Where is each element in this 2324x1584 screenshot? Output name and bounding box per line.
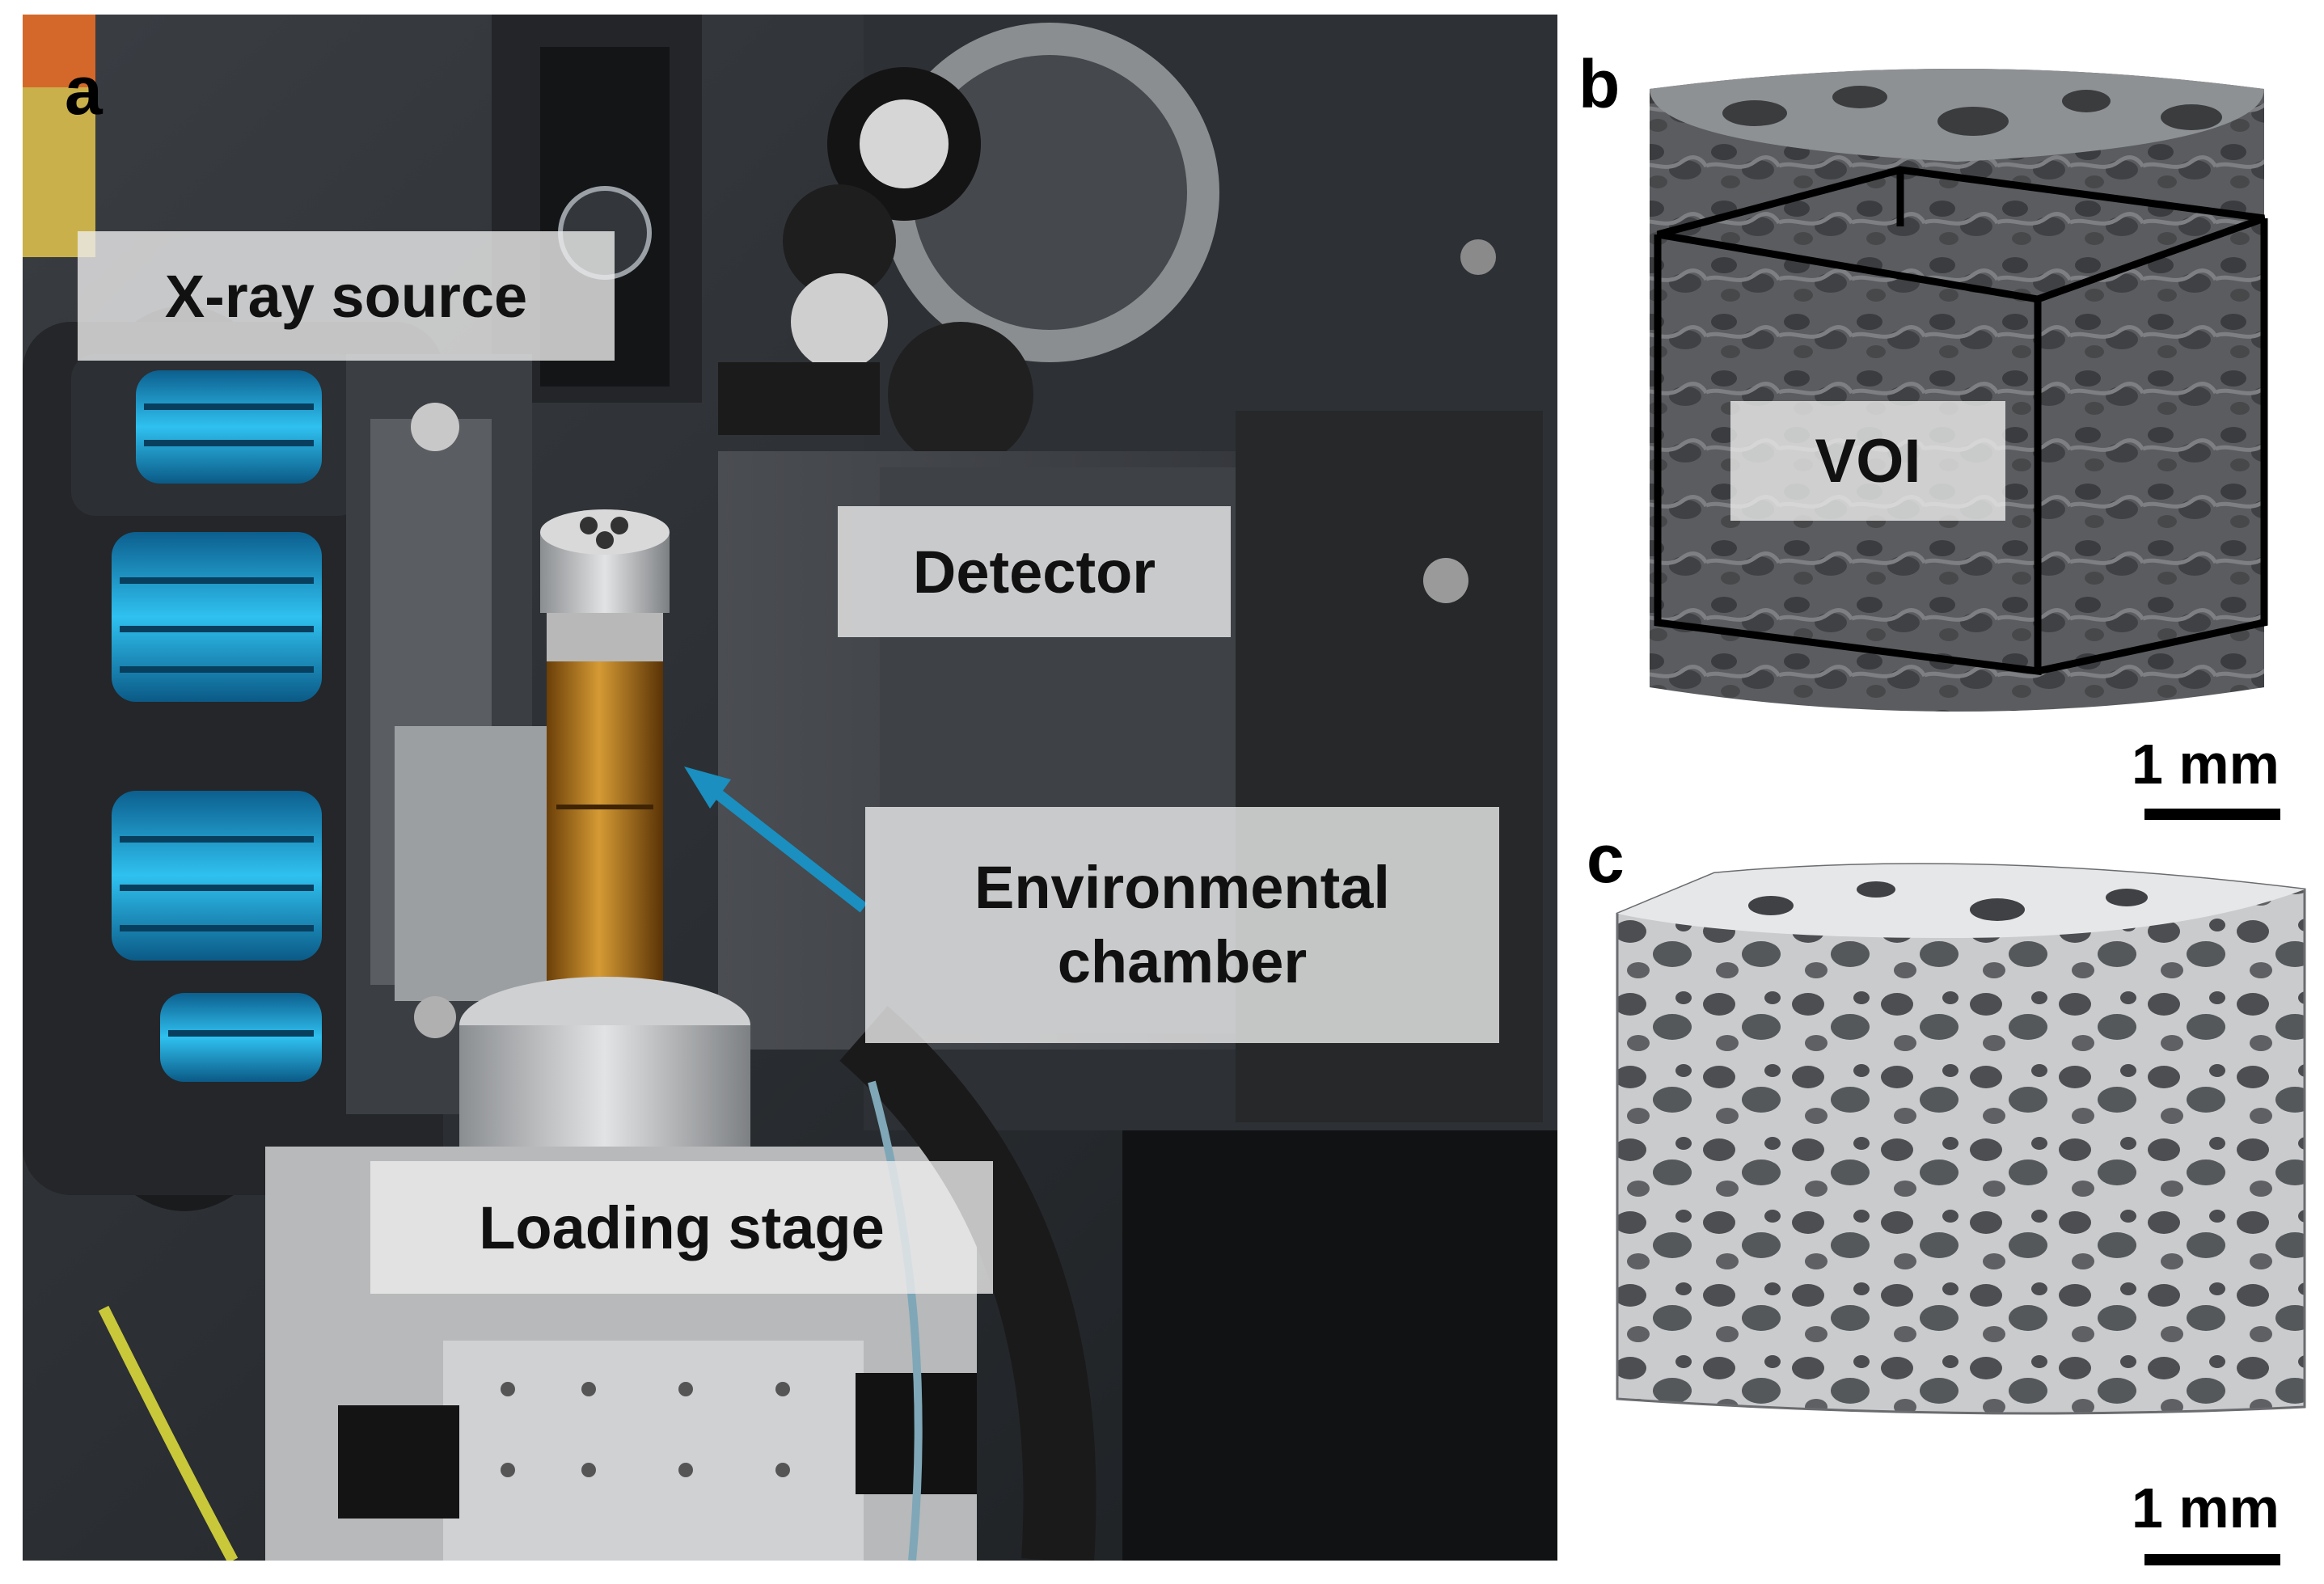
pointer-arrow — [684, 767, 868, 913]
scale-bar-label-b: 1 mm — [2132, 733, 2280, 796]
bone-render-b — [1650, 69, 2268, 712]
bone-render-c — [1616, 863, 2306, 1415]
panel-label-c: c — [1587, 821, 1625, 897]
panel-label-a: a — [65, 53, 103, 129]
voi-cube — [1654, 166, 2268, 676]
environmental-chamber-tube — [540, 509, 670, 1001]
cooling-fins — [112, 370, 322, 1082]
panel-label-b: b — [1578, 46, 1620, 122]
label-voi: VOI — [1730, 401, 2005, 521]
label-loading-stage: Loading stage — [370, 1161, 993, 1294]
label-environmental-chamber: Environmental chamber — [865, 807, 1499, 1043]
scale-bar-c — [2144, 1554, 2280, 1565]
scale-bar-label-c: 1 mm — [2132, 1476, 2280, 1540]
label-xray-source: X-ray source — [78, 231, 615, 361]
scale-bar-b — [2144, 809, 2280, 820]
panel-a-photo: a X-ray source Detector Environmental ch… — [23, 15, 1557, 1561]
label-detector: Detector — [838, 506, 1231, 637]
